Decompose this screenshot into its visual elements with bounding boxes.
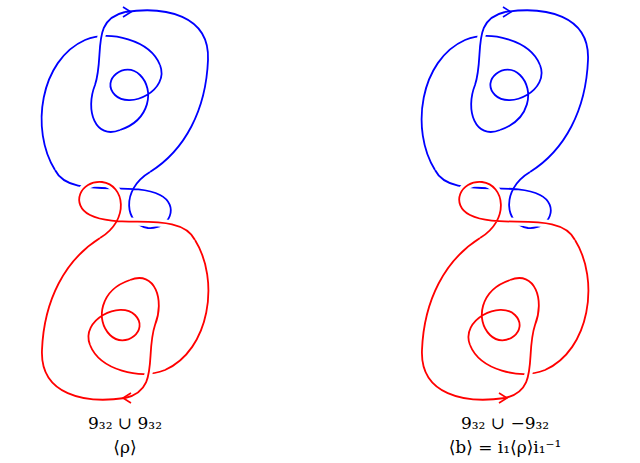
group-label: ⟨ρ⟩ [113, 437, 136, 457]
group-label: ⟨b⟩ = i₁⟨ρ⟩i₁⁻¹ [449, 437, 562, 457]
link-name: 9₃₂ ∪ 9₃₂ [88, 413, 162, 433]
link-name: 9₃₂ ∪ −9₃₂ [461, 413, 549, 433]
link-diagram-right [422, 7, 589, 403]
orientation-arrow [499, 393, 507, 403]
link-diagram-left [42, 7, 209, 403]
orientation-arrow [123, 393, 131, 403]
